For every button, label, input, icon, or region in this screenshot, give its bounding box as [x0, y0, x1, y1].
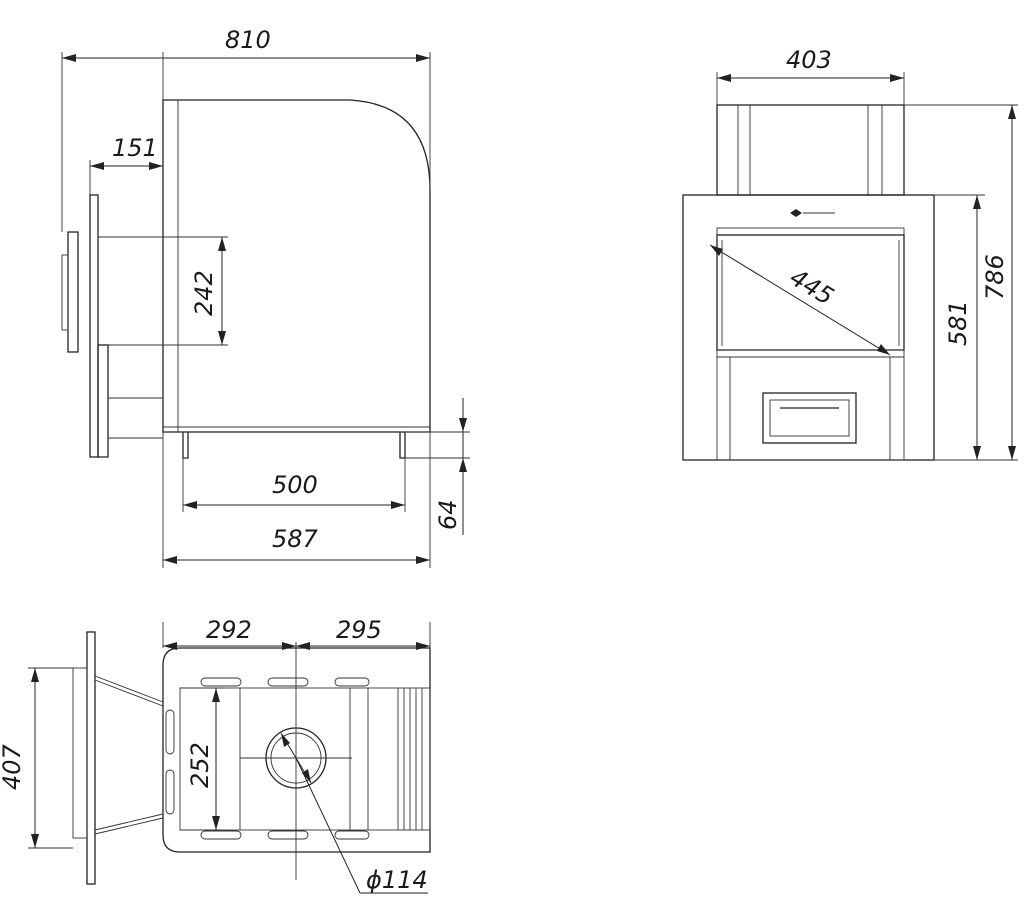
dim-label-500: 500 — [272, 471, 318, 499]
dim-label-292: 292 — [206, 616, 252, 644]
dim-line-587 — [163, 556, 430, 564]
dim-line-786 — [1008, 105, 1016, 460]
dim-label-295: 295 — [336, 616, 382, 644]
dim-label-151: 151 — [112, 134, 158, 162]
dim-line-810 — [61, 52, 430, 232]
side-view — [61, 52, 470, 568]
dim-label-786: 786 — [981, 254, 1009, 300]
dim-label-403: 403 — [786, 46, 832, 74]
dim-label-252: 252 — [186, 742, 214, 788]
dim-line-64 — [459, 398, 467, 535]
dim-line-407 — [31, 668, 39, 848]
dim-label-114: ϕ114 — [366, 866, 428, 894]
dim-label-581: 581 — [944, 300, 972, 346]
dim-line-242 — [218, 237, 226, 345]
dim-line-252 — [212, 688, 220, 830]
dim-line-445 — [709, 244, 891, 356]
front-view — [682, 72, 1018, 461]
dim-line-500 — [183, 501, 405, 509]
dim-line-581 — [973, 195, 981, 460]
dim-line-151 — [90, 162, 163, 170]
dim-label-587: 587 — [272, 525, 319, 553]
dim-label-445: 445 — [785, 263, 839, 311]
dim-label-64: 64 — [434, 499, 462, 530]
dim-line-292 — [163, 642, 296, 650]
dim-line-403 — [717, 74, 904, 82]
dim-label-407: 407 — [0, 743, 26, 790]
dim-leader-114 — [295, 757, 428, 894]
dim-label-810: 810 — [225, 26, 271, 54]
dim-line-295 — [296, 642, 430, 650]
top-view — [28, 622, 431, 885]
dim-label-242: 242 — [190, 270, 218, 316]
